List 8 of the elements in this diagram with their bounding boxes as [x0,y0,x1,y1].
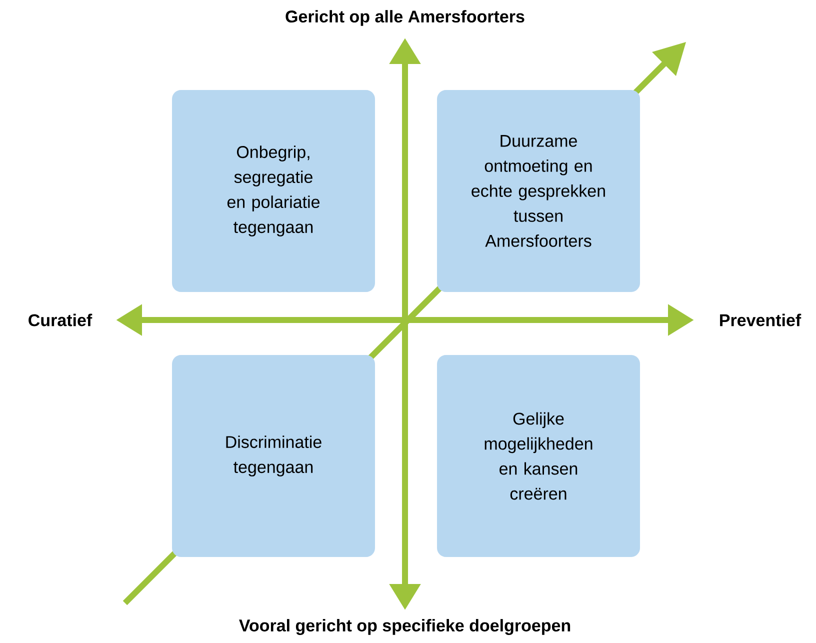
axis-label: Gericht op alle Amersfoorters [286,10,524,26]
quadrant-box: Gelijke mogelijkheden en kansen creëren [437,355,640,557]
axis-label: Curatief [28,314,92,326]
axis-label: Vooral gericht op specifieke doelgroepen [239,619,570,635]
quadrant-box: Discriminatie tegengaan [172,355,375,557]
axis-label: Preventief [720,314,802,326]
quadrant-box: Onbegrip, segregatie en polariatie tegengaan [172,90,375,292]
quadrant-box: Duurzame ontmoeting en echte gesprekken tussen Amersfoorters [437,90,640,292]
